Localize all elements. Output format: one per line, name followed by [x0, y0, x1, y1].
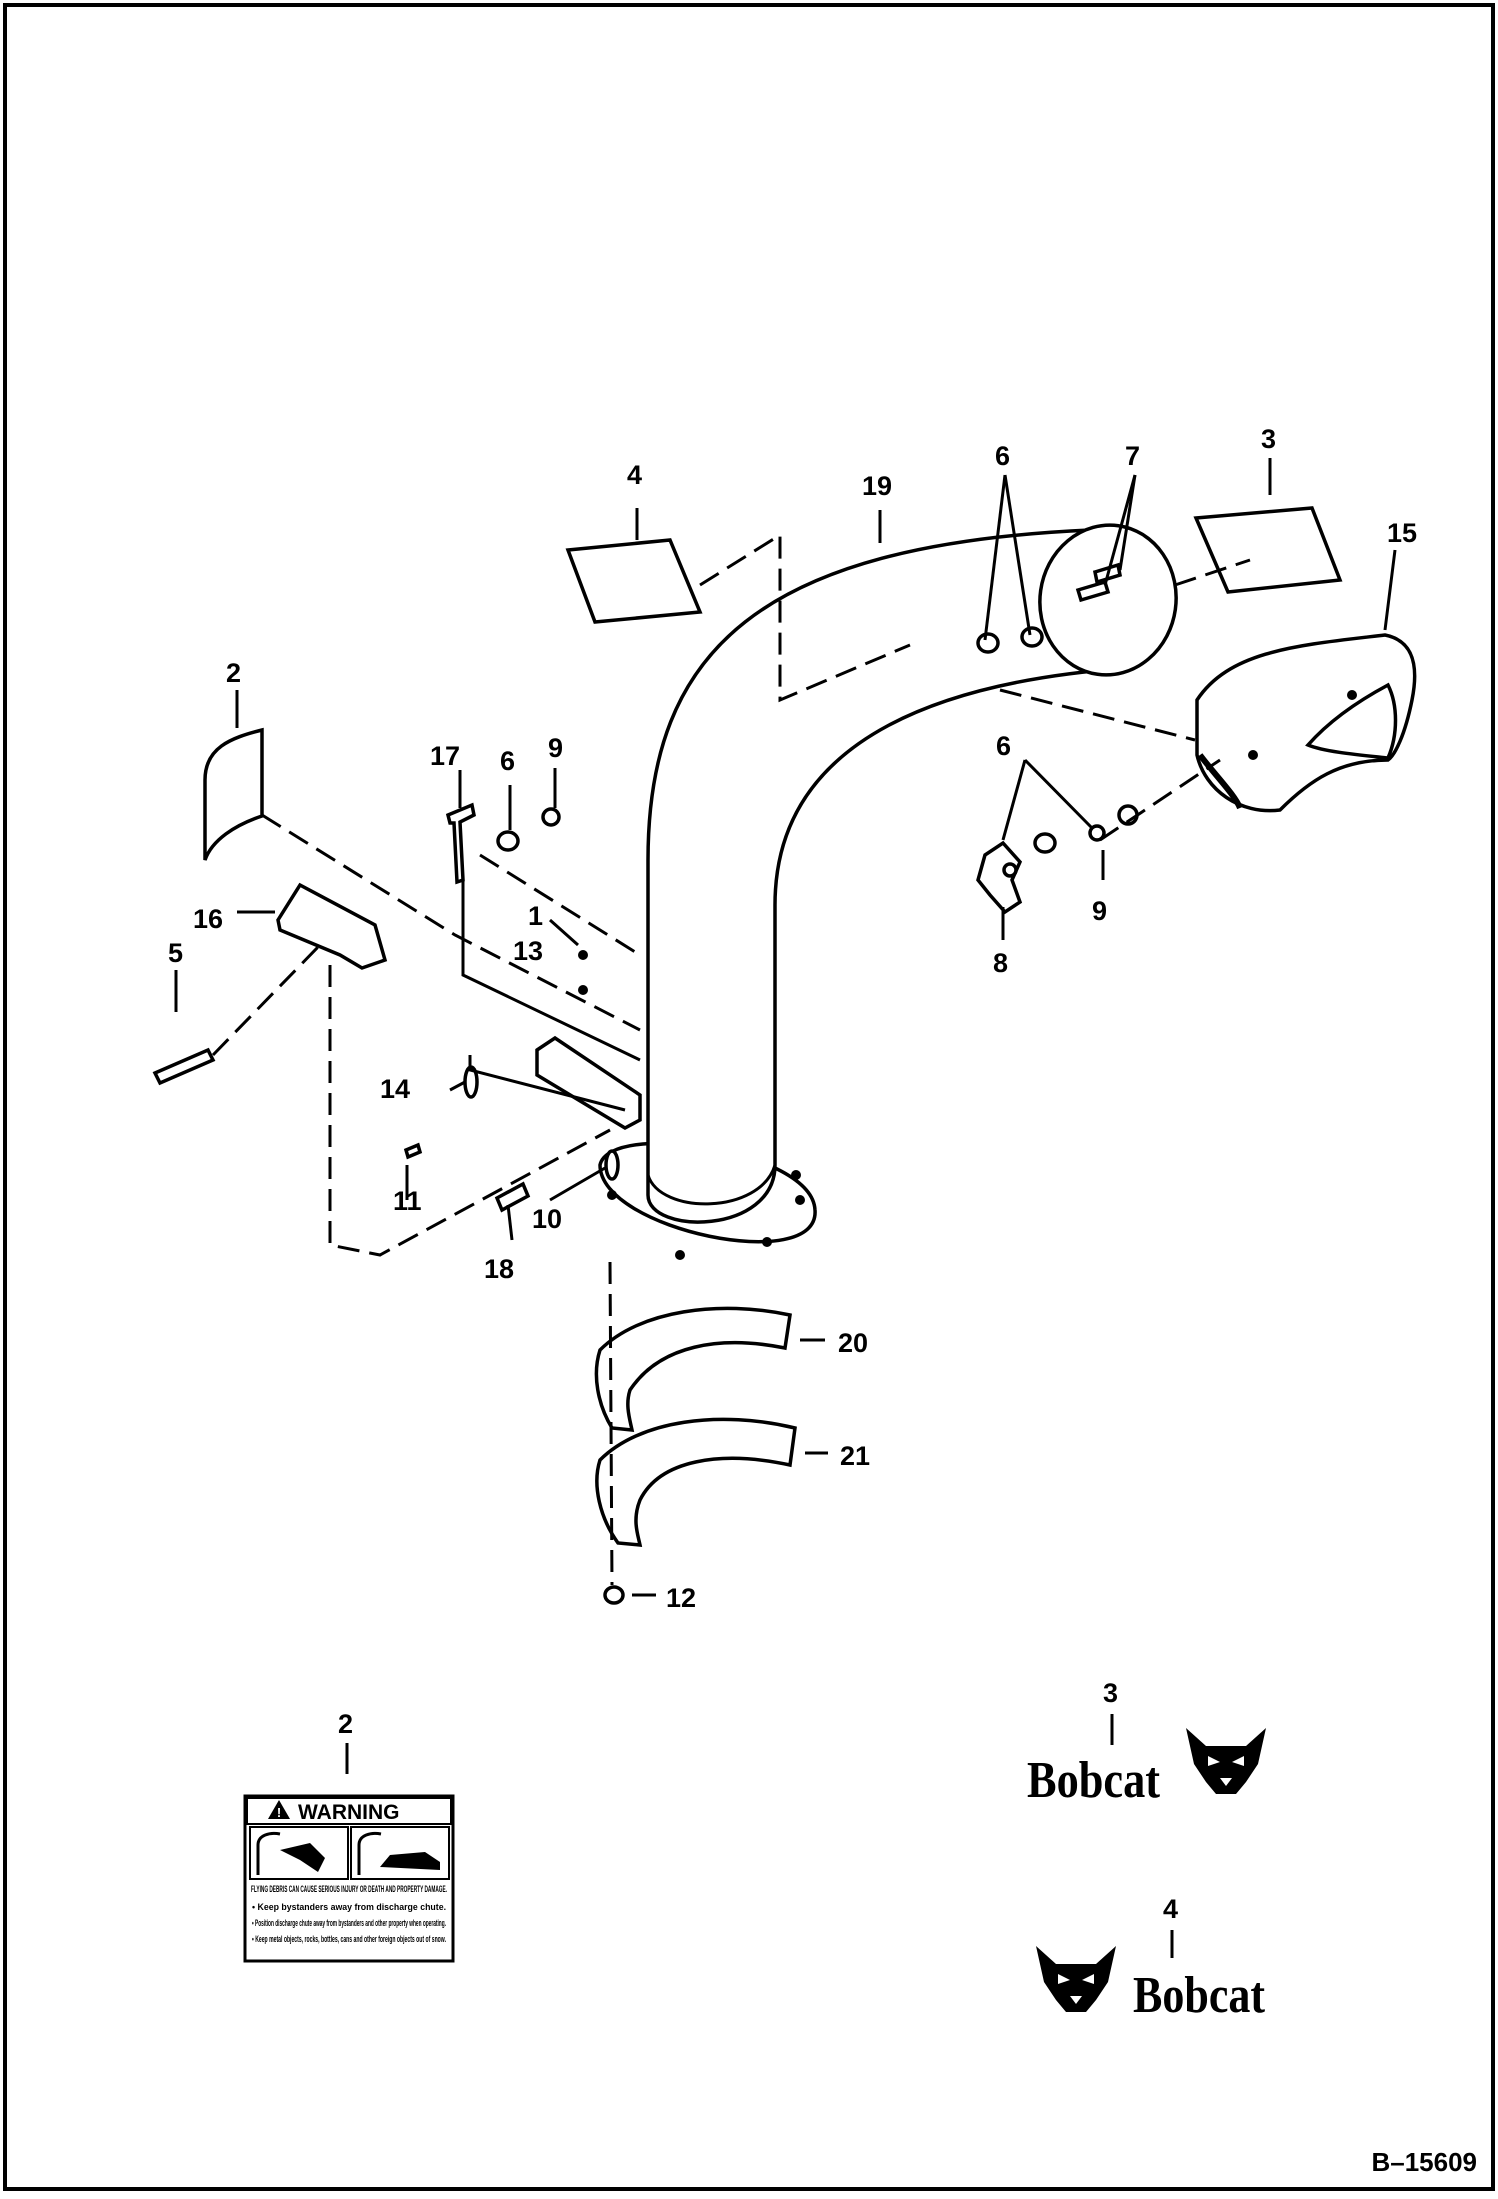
callout-4-decal: 4: [1163, 1894, 1178, 1924]
callout-5: 5: [168, 938, 183, 968]
warning-hazard-text: FLYING DEBRIS CAN CAUSE SERIOUS INJURY O…: [251, 1884, 447, 1894]
callout-11: 11: [393, 1186, 422, 1216]
callout-9-right: 9: [1092, 896, 1107, 926]
callout-21: 21: [840, 1441, 870, 1471]
lock-pin: [445, 802, 476, 885]
page-border: [3, 3, 1495, 2191]
decal-4-plate: [565, 538, 703, 624]
brand-text-4: Bobcat: [1133, 1967, 1266, 2024]
deflector-hood: [1195, 633, 1417, 813]
warning-decal: ! WARNING FLYING DEBRIS CAN CAUSE SERIOU…: [243, 1794, 455, 1963]
callout-20: 20: [838, 1328, 868, 1358]
callout-2-decal: 2: [338, 1709, 353, 1739]
callout-10: 10: [532, 1204, 562, 1234]
bolt-5: [152, 1047, 216, 1086]
mount-bracket: [276, 882, 388, 970]
callout-6-right: 6: [996, 731, 1011, 761]
brand-text-3: Bobcat: [1027, 1752, 1161, 1809]
callout-1: 1: [528, 901, 543, 931]
callout-17: 17: [430, 741, 460, 771]
spacer-ring-20: [594, 1306, 792, 1432]
callout-12: 12: [666, 1583, 696, 1613]
callout-3-upper: 3: [1261, 424, 1276, 454]
bobcat-logo-icon: [1036, 1946, 1116, 2012]
warning-bullet-2: • Position discharge chute away from bys…: [252, 1918, 446, 1928]
guard-plate: [203, 727, 264, 861]
callout-6-upper: 6: [995, 441, 1010, 471]
callout-15: 15: [1387, 518, 1417, 548]
discharge-chute-tube: [598, 523, 1178, 1260]
callout-8: 8: [993, 948, 1008, 978]
warning-title: WARNING: [298, 1801, 400, 1824]
svg-text:!: !: [277, 1805, 281, 1820]
lock-bar: [535, 1035, 642, 1131]
callout-4-upper: 4: [627, 460, 642, 490]
callout-7: 7: [1125, 441, 1140, 471]
bobcat-decal-4: Bobcat: [1036, 1946, 1266, 2024]
callout-14: 14: [380, 1074, 410, 1104]
warning-bullet-3: • Keep metal objects, rocks, bottles, ca…: [252, 1934, 446, 1944]
decal-3-plate: [1193, 506, 1343, 594]
callout-9-mid: 9: [548, 733, 563, 763]
spacer-ring-21: [595, 1417, 797, 1547]
leader-lines: [174, 458, 1397, 1958]
reference-number: B–15609: [1371, 2147, 1477, 2177]
assembly-lines: [211, 532, 1251, 1586]
callout-numbers: 4 19 6 7 3 15 2 16 5 17 6 9 1 13 14 11 1…: [168, 424, 1417, 1924]
callout-2-guard: 2: [226, 658, 241, 688]
bobcat-logo-icon: [1186, 1728, 1266, 1794]
warning-bullet-1: • Keep bystanders away from discharge ch…: [252, 1902, 446, 1912]
bobcat-decal-3: Bobcat: [1027, 1728, 1266, 1809]
callout-16: 16: [193, 904, 223, 934]
warning-triangle-icon: [268, 1800, 290, 1819]
callout-3-decal: 3: [1103, 1678, 1118, 1708]
callout-19: 19: [862, 471, 892, 501]
adjustment-knob: [976, 840, 1023, 915]
callout-13: 13: [513, 936, 543, 966]
callout-6-mid: 6: [500, 746, 515, 776]
callout-18: 18: [484, 1254, 514, 1284]
